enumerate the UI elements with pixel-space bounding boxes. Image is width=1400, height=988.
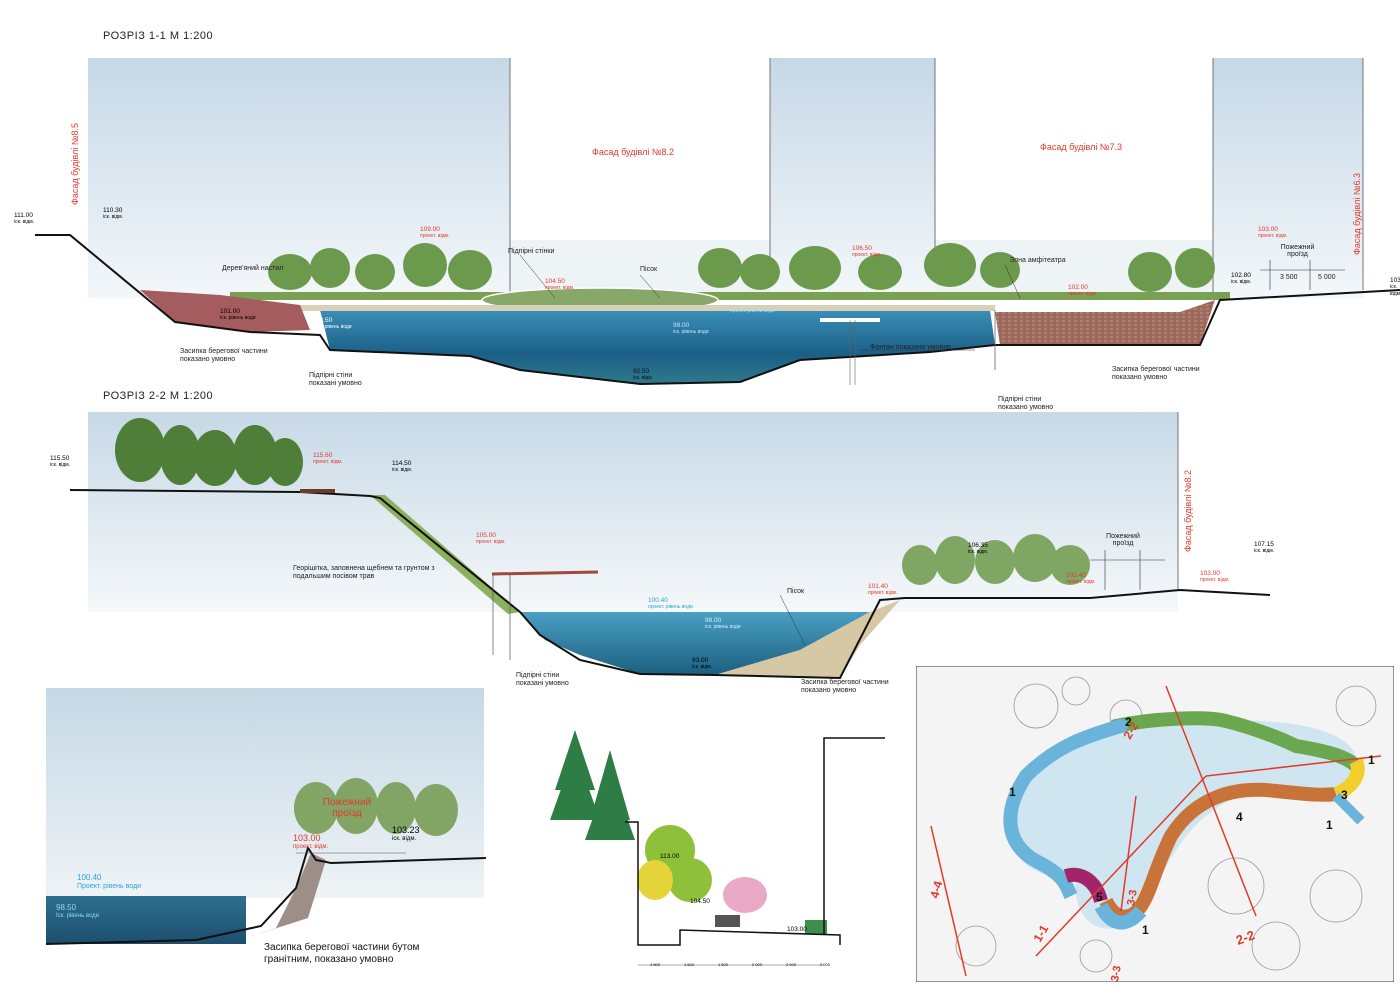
zone-5: 5	[1096, 890, 1103, 904]
section-1-1-drawing	[35, 58, 1400, 386]
s2-sand-label: Пісок	[787, 588, 805, 595]
s2-fire-lane-label: Пожежний проїзд	[1106, 533, 1140, 547]
cut-3-3-bottom: 3-3	[1109, 965, 1124, 982]
section-3-3-drawing	[550, 730, 885, 966]
dim-5000: 5 000	[1318, 274, 1336, 281]
facade-63-label: Фасад будівлі №6.3	[1352, 172, 1362, 255]
s3-elev-104-50: 104.50	[690, 898, 710, 905]
section-1-1-title: РОЗРІЗ 1-1 М 1:200	[103, 30, 214, 42]
site-plan: 2 1 4 3 5 1 1 1 2-2 2-2 1-1 3-3 3-3 4-4	[916, 666, 1394, 982]
geogrid-label: Георішітка, заповнена щебнем та грунтом …	[293, 565, 435, 580]
s2-retaining-label: Підпірні стіни показані умовно	[516, 672, 569, 687]
cut-2-2-bottom: 2-2	[1234, 927, 1257, 948]
s2-facade-82-label: Фасад будівлі №8.2	[1183, 469, 1193, 552]
sand-label-1: Пісок	[640, 266, 658, 273]
s3-elev-113: 113.00	[660, 853, 680, 860]
backfill-left-label: Засипка берегової частини показано умовн…	[180, 348, 268, 363]
fountain-label: Фонтан показано умовно	[870, 344, 952, 351]
section-4-4-drawing	[46, 688, 486, 945]
section-2-2-title: РОЗРІЗ 2-2 М 1:200	[103, 390, 214, 402]
cut-3-3-top: 3-3	[1125, 889, 1140, 907]
wood-deck-label: Дерев'яний настил	[222, 265, 284, 272]
s3-elev-103: 103.00	[787, 926, 807, 933]
zone-1-a: 1	[1009, 785, 1016, 799]
zone-1-d: 1	[1326, 818, 1333, 832]
facade-82-label: Фасад будівлі №8.2	[592, 147, 675, 157]
retaining-wall-top-label: Підпірні стінки	[508, 248, 555, 255]
backfill-right-label: Засипка берегової частини показано умовн…	[1112, 366, 1200, 381]
s4-fire-lane-label: Пожежний проїзд	[322, 797, 372, 819]
zone-1-c: 1	[1368, 753, 1375, 767]
zone-2: 2	[1125, 715, 1132, 729]
zone-4: 4	[1236, 810, 1243, 824]
cut-4-4: 4-4	[927, 879, 945, 900]
fire-lane-label-1: Пожежний проїзд	[1280, 244, 1315, 258]
zone-1-b: 1	[1142, 923, 1149, 937]
amphitheatre-label: Зона амфітеатра	[1010, 257, 1066, 264]
dim-3500: 3 500	[1280, 274, 1298, 281]
facade-73-label: Фасад будівлі №7.3	[1040, 142, 1123, 152]
section-2-2-drawing	[69, 412, 1271, 680]
proekt-water-label: проект. рівень води	[730, 308, 775, 314]
facade-85-label: Фасад будівлі №8.5	[70, 122, 80, 205]
s2-backfill-label: Засипка берегової частини показано умовн…	[801, 679, 889, 694]
retaining-left-label: Підпірні стіни показані умовно	[309, 372, 362, 387]
zone-3: 3	[1341, 788, 1348, 802]
s4-backfill-label: Засипка берегової частини бутом гранітни…	[264, 942, 420, 965]
retaining-right-label: Підпірні стіни показано умовно	[998, 396, 1054, 411]
